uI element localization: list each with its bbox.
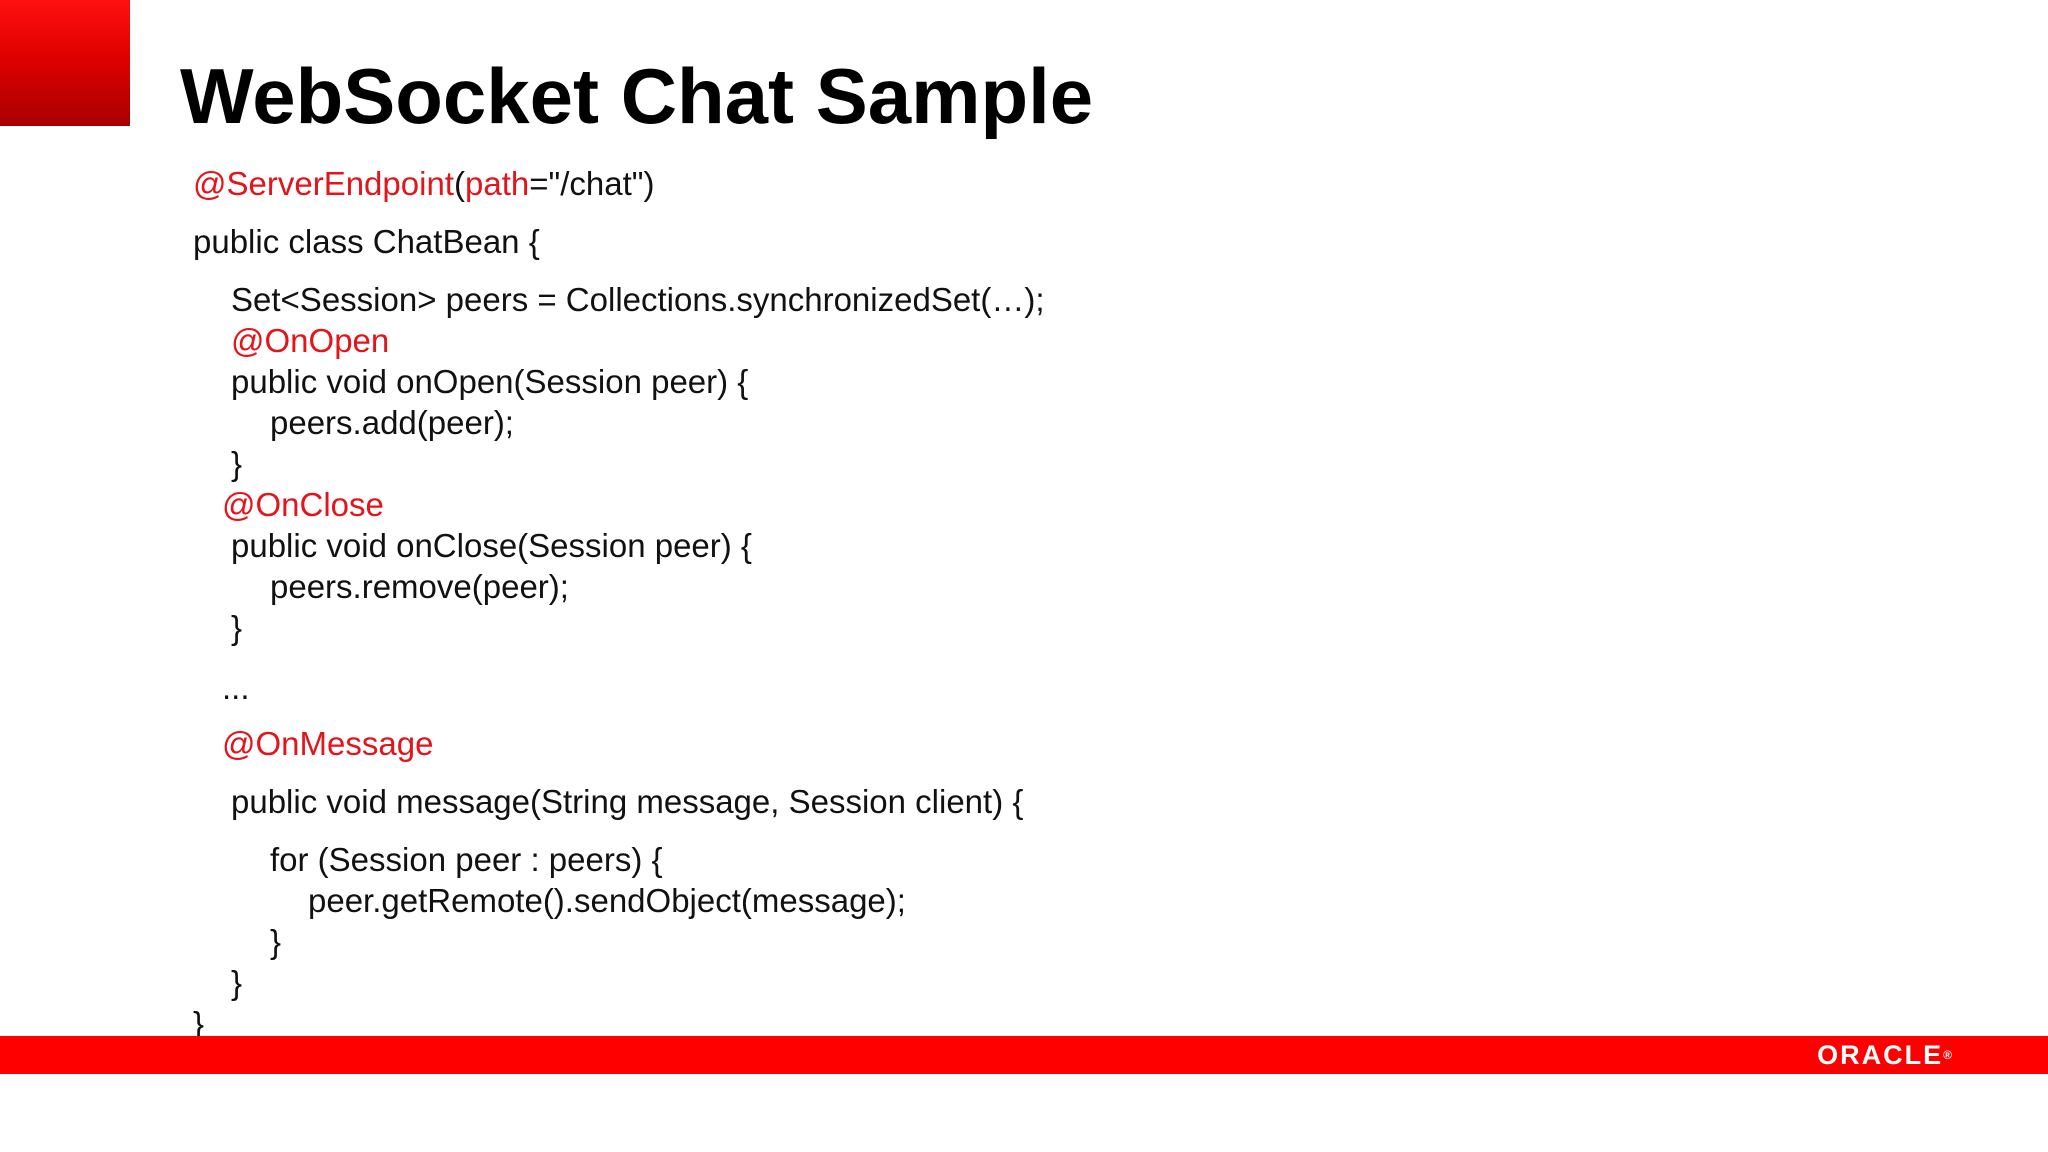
code-line-method-close-brace: }: [231, 964, 243, 1001]
code-line-onopen-annotation: @OnOpen: [231, 322, 390, 359]
server-endpoint-annotation: @ServerEndpoint: [193, 165, 454, 202]
code-line-send-object: peer.getRemote().sendObject(message);: [308, 882, 906, 919]
code-line-for-close-brace: }: [270, 923, 282, 960]
code-line-onopen-method: public void onOpen(Session peer) {: [231, 363, 749, 400]
code-line-peers-remove: peers.remove(peer);: [270, 568, 569, 605]
code-line-for-loop: for (Session peer : peers) {: [270, 841, 663, 878]
registered-mark: ®: [1943, 1048, 1952, 1062]
corner-accent-block: [0, 0, 130, 126]
path-param: path: [464, 165, 530, 202]
paren-open: (: [453, 165, 465, 202]
code-line-onopen-close-brace: }: [231, 445, 243, 482]
code-line-ellipsis: ...: [222, 669, 250, 706]
code-line-server-endpoint: @ServerEndpoint(path="/chat"): [193, 164, 654, 204]
code-line-class-close-brace: }: [193, 1005, 205, 1042]
path-value: ="/chat"): [529, 165, 655, 202]
slide-title: WebSocket Chat Sample: [180, 52, 1094, 140]
oracle-logo-text: ORACLE: [1817, 1040, 1944, 1070]
footer-bar: ORACLE®: [0, 1036, 2048, 1074]
code-line-message-method: public void message(String message, Sess…: [231, 783, 1024, 820]
oracle-logo: ORACLE®: [1817, 1040, 1952, 1070]
code-line-peers-set: Set<Session> peers = Collections.synchro…: [231, 281, 1045, 318]
code-line-onclose-close-brace: }: [231, 609, 243, 646]
code-line-class-declaration: public class ChatBean {: [193, 223, 540, 260]
code-line-onclose-annotation: @OnClose: [222, 486, 384, 523]
code-line-onmessage-annotation: @OnMessage: [222, 725, 434, 762]
code-line-onclose-method: public void onClose(Session peer) {: [231, 527, 752, 564]
code-line-peers-add: peers.add(peer);: [270, 404, 514, 441]
